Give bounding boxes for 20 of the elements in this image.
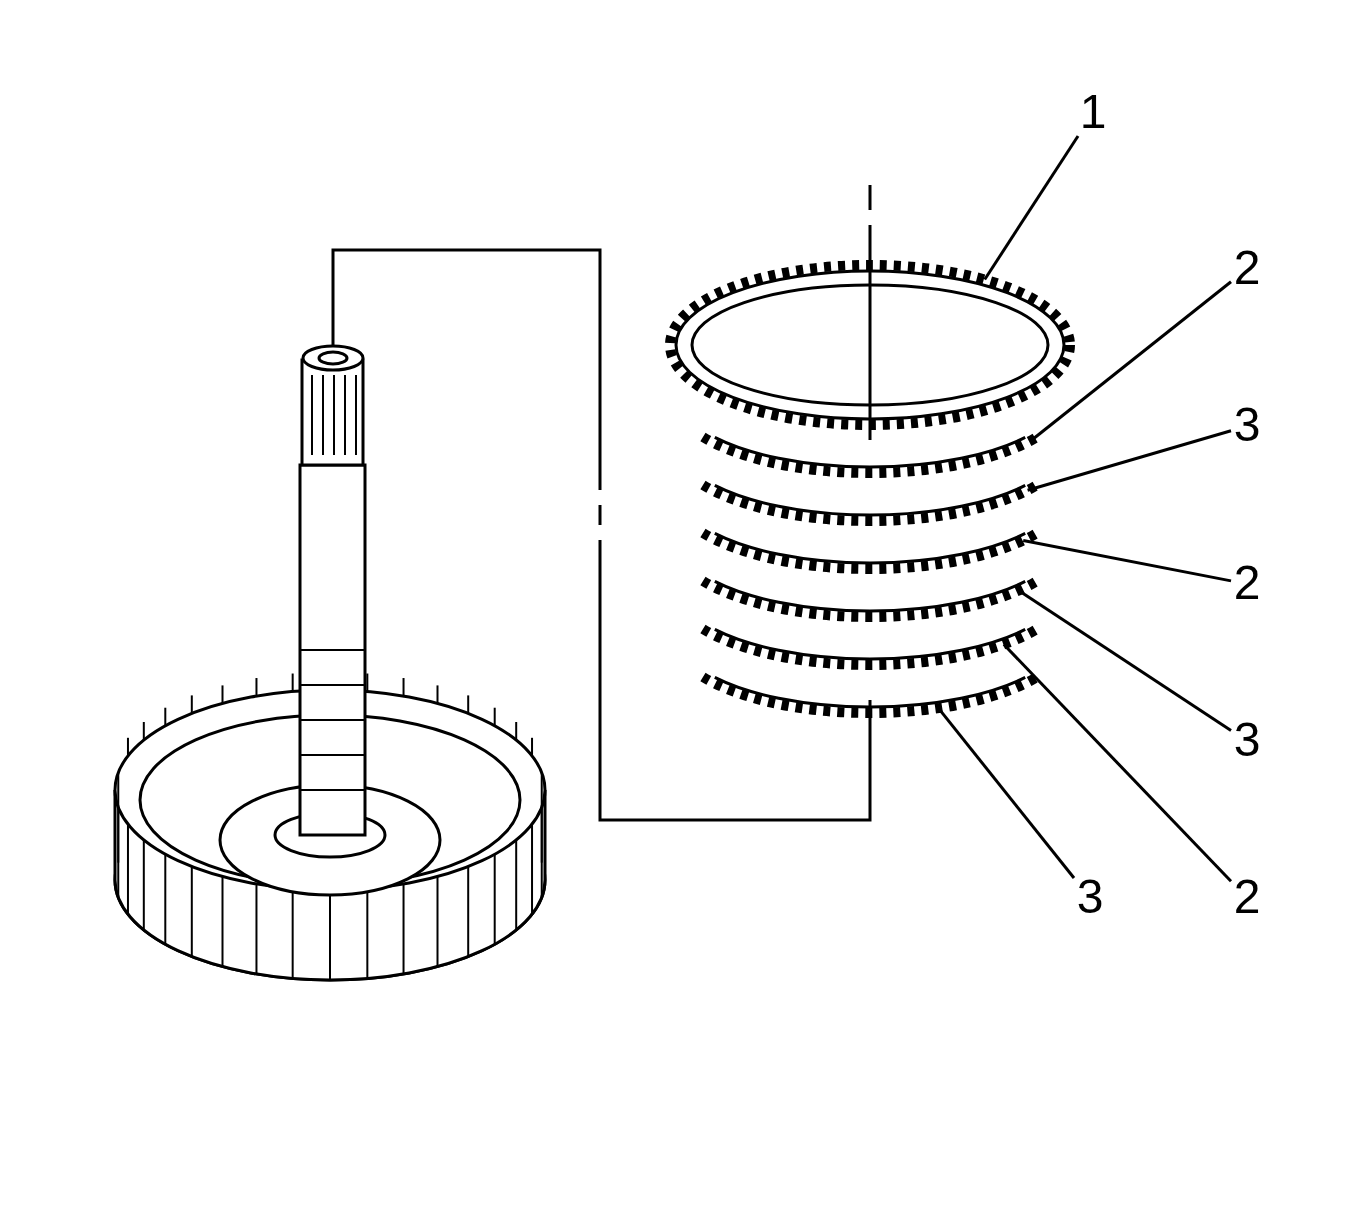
leader-line xyxy=(937,707,1076,879)
callout-number: 2 xyxy=(1231,873,1263,921)
callout-number: 1 xyxy=(1077,88,1109,136)
callout-number: 3 xyxy=(1231,716,1263,764)
leader-line xyxy=(1027,429,1232,492)
clutch-plate-drawing xyxy=(700,624,1040,670)
leader-line xyxy=(1017,589,1232,732)
leader-line xyxy=(983,135,1080,281)
clutch-plate-drawing xyxy=(665,260,1075,430)
clutch-plate-drawing xyxy=(700,528,1040,574)
clutch-plate-drawing xyxy=(700,672,1040,718)
clutch-plate-drawing xyxy=(700,576,1040,622)
callout-number: 3 xyxy=(1231,401,1263,449)
callout-number: 2 xyxy=(1231,244,1263,292)
clutch-plate-drawing xyxy=(700,480,1040,526)
callout-number: 2 xyxy=(1231,559,1263,607)
clutch-plate-drawing xyxy=(700,432,1040,478)
callout-number: 3 xyxy=(1074,873,1106,921)
leader-line xyxy=(1022,538,1232,583)
leader-line xyxy=(1002,643,1233,883)
